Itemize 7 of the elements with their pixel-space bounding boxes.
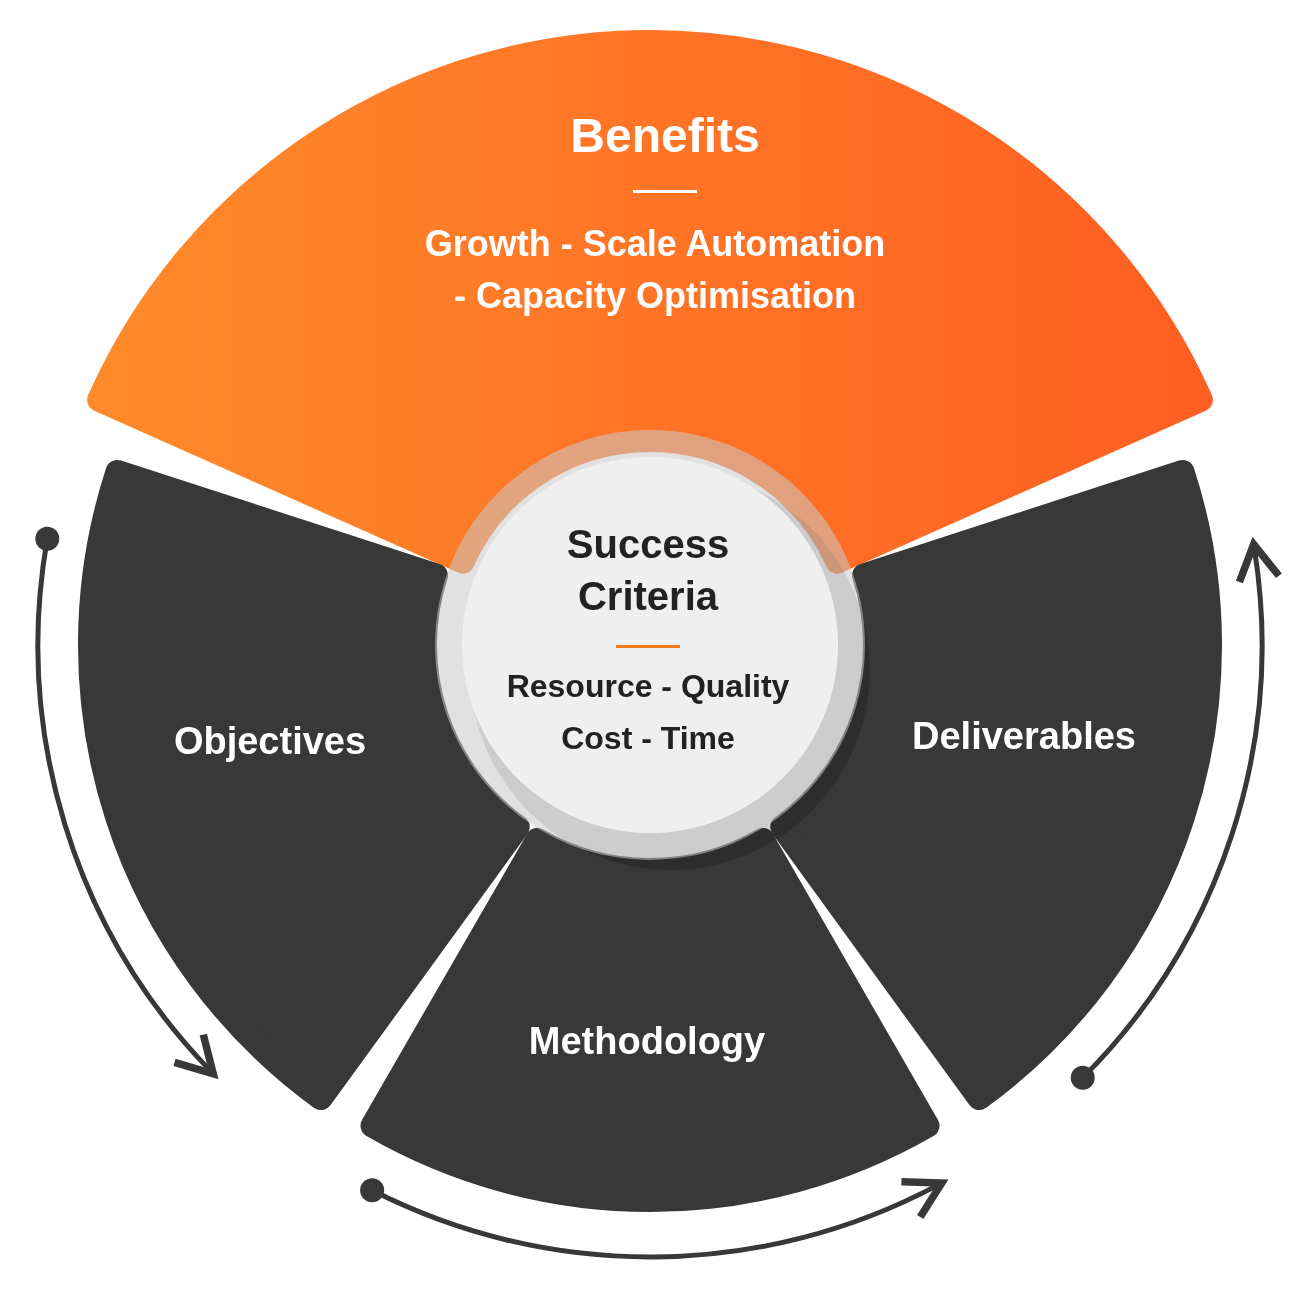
segment-title: Methodology — [528, 1020, 766, 1063]
segment-text: Growth - Scale Automation - Capacity Optimisation — [423, 222, 887, 318]
segment-title: Benefits — [570, 108, 760, 163]
segment-title: Success Criteria — [565, 521, 731, 620]
segment-title: Deliverables — [912, 715, 1136, 758]
segment-title: Objectives — [173, 720, 367, 763]
segment-text: Resource - Quality Cost - Time — [505, 667, 791, 758]
